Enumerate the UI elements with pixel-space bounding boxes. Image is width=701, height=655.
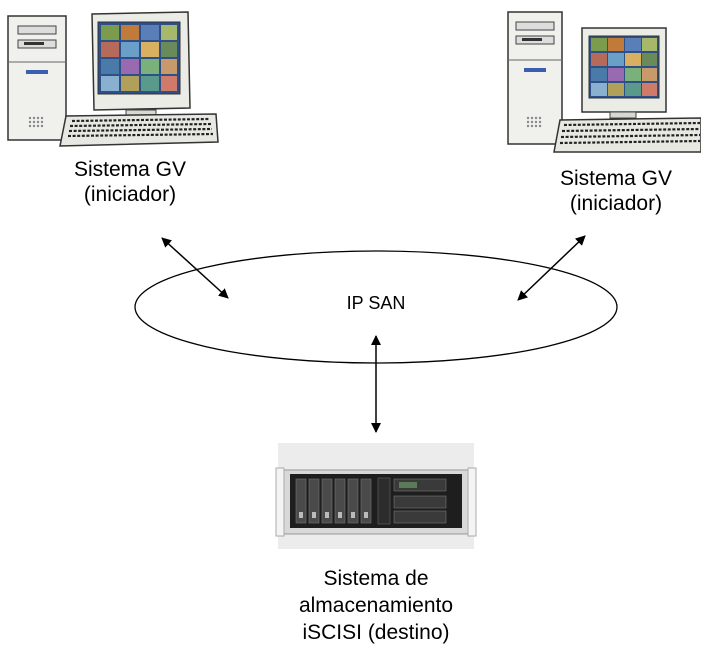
storage-line-2: almacenamiento — [298, 594, 454, 617]
storage-server-illustration — [275, 443, 477, 549]
storage-label: Sistema de almacenamiento iSCISI (destin… — [266, 565, 486, 646]
right-client-role: (iniciador) — [569, 192, 663, 215]
right-workstation-illustration — [507, 11, 701, 153]
left-client-label: Sistema GV (iniciador) — [40, 157, 220, 207]
tower-pc-icon — [507, 11, 563, 145]
left-workstation-illustration — [7, 11, 219, 147]
storage-line-1: Sistema de — [323, 567, 429, 590]
right-client-label: Sistema GV (iniciador) — [526, 166, 701, 216]
ip-san-label: IP SAN — [316, 291, 436, 316]
storage-line-3: iSCISI (destino) — [302, 621, 450, 644]
ip-san-text: IP SAN — [346, 293, 406, 313]
keyboard-icon — [553, 117, 701, 153]
monitor-icon — [581, 27, 667, 119]
left-client-san-arrow — [161, 237, 229, 299]
right-client-title: Sistema GV — [559, 167, 673, 190]
keyboard-icon — [59, 113, 219, 147]
tower-pc-icon — [7, 15, 67, 141]
right-client-san-arrow — [517, 235, 586, 301]
monitor-icon — [91, 11, 191, 117]
left-client-role: (iniciador) — [83, 183, 177, 206]
left-client-title: Sistema GV — [73, 158, 187, 181]
